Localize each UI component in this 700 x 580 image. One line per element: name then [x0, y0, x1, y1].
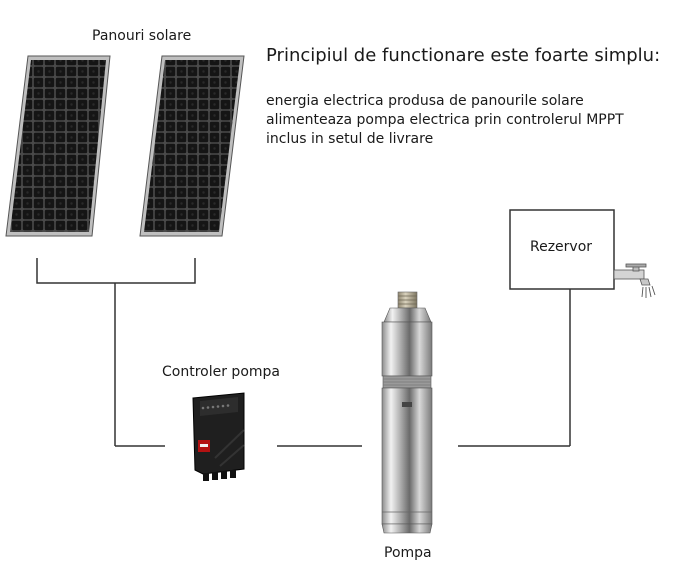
- description-line-2: alimenteaza pompa electrica prin control…: [266, 112, 624, 128]
- solar-panel-left: [5, 55, 111, 237]
- label-tank: Rezervor: [530, 239, 593, 255]
- description: energia electrica produsa de panourile s…: [266, 92, 624, 149]
- label-controller: Controler pompa: [162, 364, 280, 380]
- faucet-icon: [613, 263, 656, 298]
- description-line-1: energia electrica produsa de panourile s…: [266, 93, 584, 109]
- tank-box: [509, 209, 615, 290]
- label-pump: Pompa: [384, 545, 432, 561]
- controller-device: [192, 392, 245, 481]
- solar-panel-right: [139, 55, 245, 237]
- page-title: Principiul de functionare este foarte si…: [266, 45, 661, 66]
- label-solar-panels: Panouri solare: [92, 28, 192, 44]
- pump-device: [381, 291, 433, 534]
- wiring: [36, 258, 571, 447]
- description-line-3: inclus in setul de livrare: [266, 131, 434, 147]
